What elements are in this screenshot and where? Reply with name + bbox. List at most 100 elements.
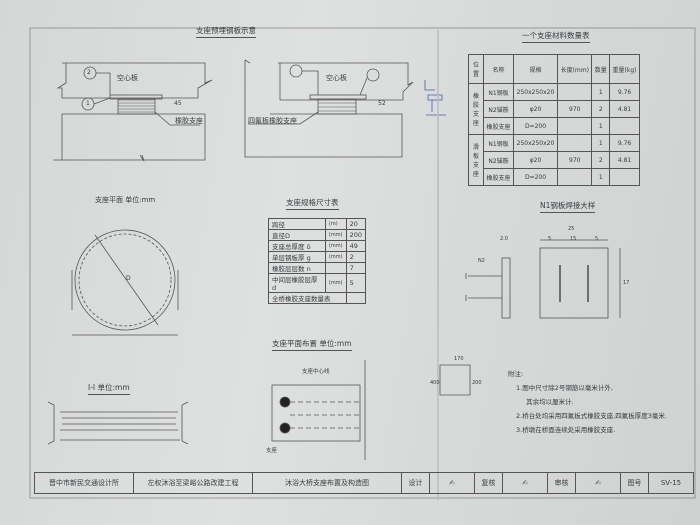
number-label: 图号 <box>620 472 649 494</box>
spec-label: 单层钢板厚 g <box>268 251 326 263</box>
cell <box>609 117 640 135</box>
cell: φ20 <box>512 100 559 118</box>
spec-unit: (mm) <box>324 273 347 293</box>
note-item: 3.桥墩在桥面连续处采用橡胶支座. <box>516 426 616 434</box>
cell: N2锚筋 <box>483 151 514 169</box>
layout-plan-drawing <box>271 360 366 460</box>
pen-annotation <box>424 80 446 116</box>
cell: 橡胶支座 <box>483 117 514 135</box>
diameter-label: D <box>126 275 131 282</box>
embed-sketch-right <box>244 59 414 158</box>
cell: 250x250x20 <box>512 83 559 101</box>
col-header: 规格 <box>512 54 559 84</box>
table-row: 单层钢板厚 g(mm)2 <box>268 251 367 263</box>
note-item: 其余均以厘米计. <box>522 398 574 406</box>
height-right: 52 <box>378 100 386 107</box>
table-header-row: 位置 名称 规格 长度(mm) 数量 重量(kg) <box>468 54 640 84</box>
cell: N1钢板 <box>483 134 514 152</box>
rubber-bearing-label: 橡胶支座 <box>175 117 203 125</box>
check-signature: ✍ <box>502 472 548 494</box>
review-signature: ✍ <box>575 472 621 494</box>
cell: D=200 <box>512 117 559 135</box>
cell <box>557 134 593 152</box>
spec-value <box>345 292 367 304</box>
spec-label: 跨径 <box>268 218 326 230</box>
weld-detail-drawing <box>465 239 621 319</box>
table-row: 全桥橡胶支座数量表 <box>268 292 367 304</box>
dim: 5 <box>595 236 599 242</box>
spec-label: 中间层橡胶层厚 d <box>268 273 326 293</box>
spec-value: 2 <box>345 251 367 263</box>
table-row: 直径D(mm)200 <box>268 229 367 241</box>
weld-detail-title: N1钢板焊接大样 <box>540 200 596 213</box>
col-header: 长度(mm) <box>557 54 593 84</box>
cell: 2 <box>591 100 611 118</box>
dim: 200 <box>472 380 482 386</box>
sheet-border <box>29 27 696 499</box>
hollow-slab-label-left: 空心板 <box>117 74 138 82</box>
cell: φ20 <box>512 151 559 169</box>
cell: 2 <box>591 151 611 169</box>
spec-value: 7 <box>345 262 367 274</box>
title-block: 晋中市新民交通设计所 左权沐浴至梁峪公路改建工程 沐浴大桥支座布置及构造图 设计… <box>34 472 694 494</box>
dim: 17 <box>623 280 630 286</box>
notes: 附注: 1.图中尺寸除2号钢筋以毫米计外, 其余均以厘米计. 2.桥台处均采用四… <box>508 367 667 437</box>
section-drawing <box>47 401 189 445</box>
project-name: 左权沐浴至梁峪公路改建工程 <box>133 472 253 494</box>
section-title: I-I 单位:mm <box>88 382 130 395</box>
material-table-title: 一个支座材料数量表 <box>522 30 590 43</box>
spec-value: 5 <box>345 273 367 293</box>
note-item: 1.图中尺寸除2号钢筋以毫米计外, <box>516 384 613 392</box>
cell: D=200 <box>512 168 559 186</box>
dim: 25 <box>568 226 575 232</box>
col-header: 名称 <box>483 54 514 84</box>
col-header: 重量(kg) <box>609 54 640 84</box>
cell: 4.81 <box>609 151 640 169</box>
spec-value: 49 <box>345 240 367 252</box>
design-label: 设计 <box>401 472 430 494</box>
cell: 970 <box>557 100 593 118</box>
spec-value: 200 <box>345 229 367 241</box>
cell <box>557 117 593 135</box>
spec-unit: (m) <box>324 218 347 230</box>
cell: 9.76 <box>609 83 640 101</box>
embed-sketch-title: 支座预埋钢板示意 <box>196 25 256 38</box>
cell: N1钢板 <box>483 83 514 101</box>
cell: 970 <box>557 151 593 169</box>
dim: 2.0 <box>500 236 508 242</box>
col-header: 数量 <box>591 54 611 84</box>
notes-title: 附注: <box>508 370 524 378</box>
table-row: 支座总厚度 δ(mm)49 <box>268 240 367 252</box>
spec-unit: (mm) <box>324 229 347 241</box>
bearing-plan-title: 支座平面 单位:mm <box>95 196 156 204</box>
spec-label: 直径D <box>268 229 326 241</box>
cell <box>557 83 593 101</box>
table-row: 中间层橡胶层厚 d(mm)5 <box>268 273 367 293</box>
spec-unit <box>324 262 347 274</box>
table-row: 跨径(m)20 <box>268 218 367 230</box>
cell <box>557 168 593 186</box>
cell: 4.81 <box>609 100 640 118</box>
spec-label: 全桥橡胶支座数量表 <box>268 292 347 304</box>
dim: 400 <box>430 380 440 386</box>
hollow-slab-label-right: 空心板 <box>326 74 347 82</box>
spec-table-title: 支座规格尺寸表 <box>286 197 339 210</box>
marker-1: 1 <box>86 100 90 107</box>
org-name: 晋中市新民交通设计所 <box>34 472 134 494</box>
spec-label: 橡胶层层数 n <box>268 262 326 274</box>
cell: 1 <box>591 168 611 186</box>
rebar-sketch <box>439 364 471 396</box>
note-item: 2.桥台处均采用四氟板式橡胶支座,四氟板厚度3毫米. <box>516 412 667 420</box>
dim: 170 <box>454 356 464 362</box>
group-label: 滑板支座 <box>468 134 484 186</box>
embed-sketch-left <box>53 62 213 162</box>
spec-value: 20 <box>345 218 367 230</box>
cell: 250x250x20 <box>512 134 559 152</box>
n2-label: N2 <box>478 258 485 264</box>
